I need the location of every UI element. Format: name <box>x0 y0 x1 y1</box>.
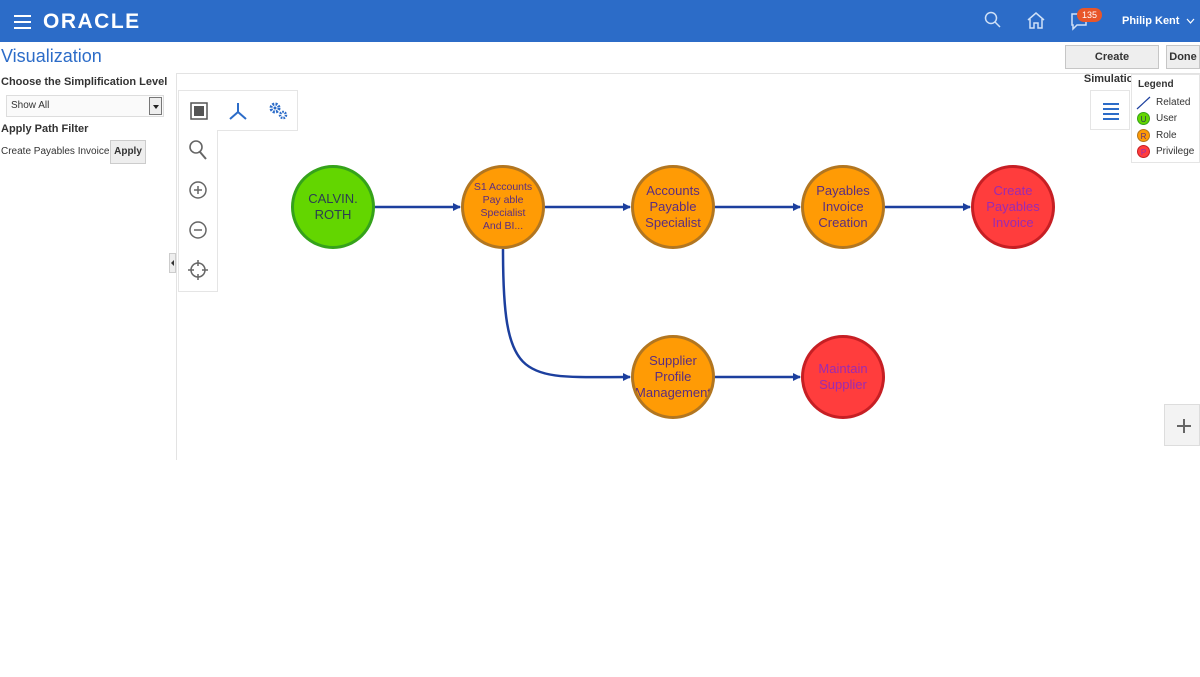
node-label: Maintain Supplier <box>818 360 868 392</box>
legend-panel: Legend Related U User R Role P Privilege <box>1131 74 1200 163</box>
graph-node-role[interactable]: Accounts Payable Specialist <box>631 165 715 249</box>
legend-title: Legend <box>1138 79 1174 90</box>
list-view-button[interactable] <box>1090 90 1130 130</box>
user-menu[interactable]: Philip Kent <box>1122 15 1195 27</box>
node-label: Payables Invoice Creation <box>816 182 870 231</box>
user-name: Philip Kent <box>1122 15 1180 27</box>
hamburger-menu-icon[interactable] <box>14 15 31 29</box>
panel-divider <box>176 73 177 460</box>
user-dot-icon: U <box>1137 112 1150 125</box>
notification-count-badge[interactable]: 135 <box>1077 8 1103 22</box>
legend-label-role: Role <box>1156 130 1177 141</box>
center-target-icon[interactable] <box>186 258 210 282</box>
simplification-level-select[interactable]: Show All <box>6 95 164 117</box>
collapse-panel-handle[interactable] <box>169 253 176 273</box>
create-simulation-button[interactable]: Create Simulation <box>1065 45 1159 85</box>
graph-node-privilege[interactable]: Maintain Supplier <box>801 335 885 419</box>
legend-label-user: User <box>1156 113 1178 124</box>
chevron-down-icon <box>1186 18 1194 24</box>
fit-to-screen-icon[interactable] <box>187 99 211 123</box>
node-label: S1 Accounts Pay able Specialist And BI..… <box>473 180 533 233</box>
zoom-out-icon[interactable] <box>186 218 210 242</box>
node-label: Create Payables Invoice <box>986 182 1040 231</box>
node-label: CALVIN. ROTH <box>308 190 358 222</box>
list-icon <box>1103 103 1119 120</box>
settings-gears-icon[interactable] <box>266 99 290 123</box>
graph-node-role[interactable]: S1 Accounts Pay able Specialist And BI..… <box>461 165 545 249</box>
path-filter-value[interactable]: Create Payables Invoice <box>1 146 110 157</box>
home-icon[interactable] <box>1026 11 1046 29</box>
zoom-in-icon[interactable] <box>186 178 210 202</box>
dropdown-arrow-icon[interactable] <box>149 97 162 115</box>
role-dot-icon: R <box>1137 129 1150 142</box>
privilege-dot-icon: P <box>1137 145 1150 158</box>
node-label: Supplier Profile Management <box>635 352 711 401</box>
path-filter-label: Apply Path Filter <box>1 123 89 135</box>
simplification-level-value: Show All <box>11 100 50 111</box>
done-button[interactable]: Done <box>1166 45 1200 69</box>
graph-toolbar-left <box>178 130 218 292</box>
oracle-logo[interactable]: ORACLE <box>43 10 141 33</box>
page-title: Visualization <box>1 46 102 66</box>
legend-label-privilege: Privilege <box>1156 146 1195 157</box>
graph-node-privilege[interactable]: Create Payables Invoice <box>971 165 1055 249</box>
search-icon[interactable] <box>186 138 210 162</box>
top-bar: ORACLE 135 Philip Kent <box>0 0 1200 42</box>
graph-node-role[interactable]: Supplier Profile Management <box>631 335 715 419</box>
graph-toolbar-top <box>178 90 298 131</box>
graph-node-user[interactable]: CALVIN. ROTH <box>291 165 375 249</box>
graph-node-role[interactable]: Payables Invoice Creation <box>801 165 885 249</box>
legend-label-related: Related <box>1156 97 1191 108</box>
search-icon[interactable] <box>984 11 1002 29</box>
related-edge-icon <box>1136 96 1151 110</box>
node-label: Accounts Payable Specialist <box>645 182 701 231</box>
apply-button[interactable]: Apply <box>110 140 146 164</box>
add-button[interactable] <box>1164 404 1200 446</box>
simplification-level-label: Choose the Simplification Level <box>1 76 168 88</box>
canvas-top-border <box>176 73 1200 74</box>
graph-edge <box>501 248 631 382</box>
layout-icon[interactable] <box>226 99 250 123</box>
